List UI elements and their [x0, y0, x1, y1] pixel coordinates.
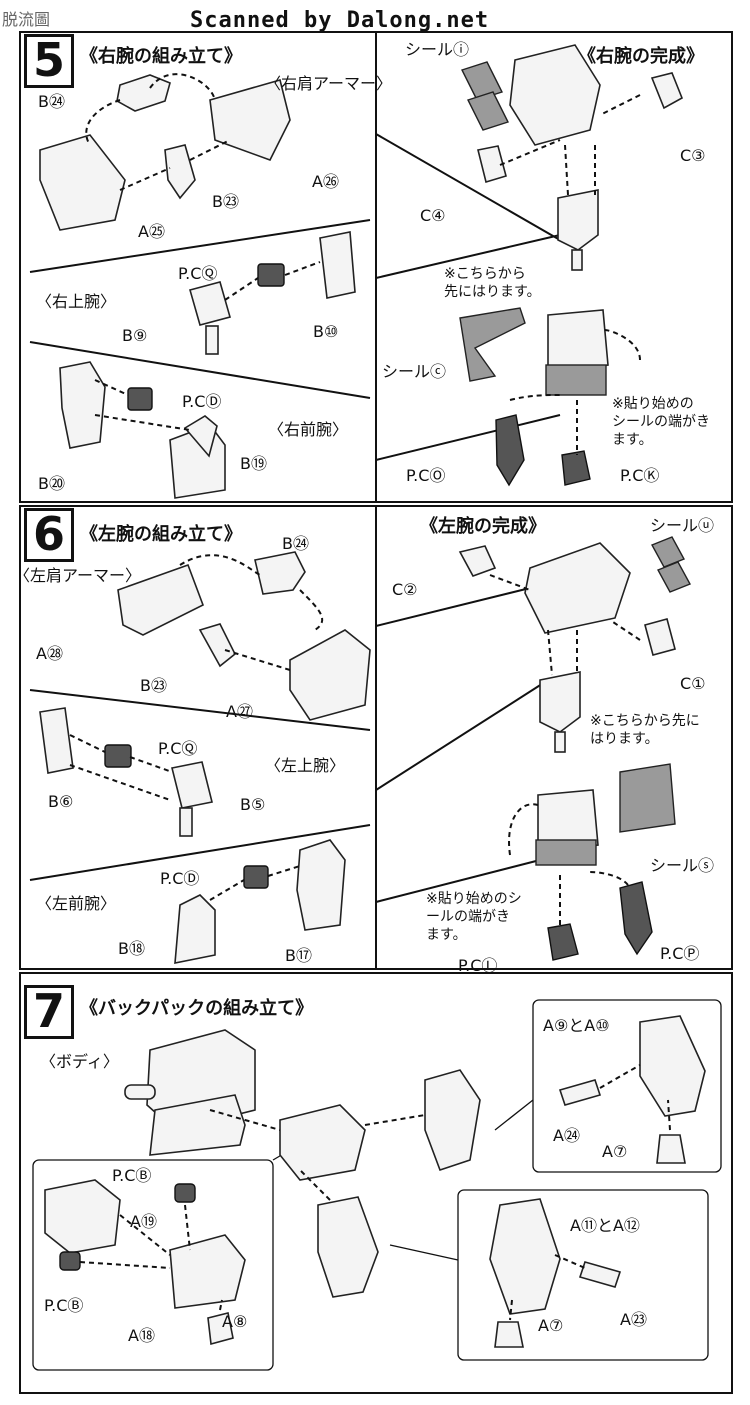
- right-forearm: [59, 361, 226, 499]
- step-5-sublabel-shoulder: 〈右肩アーマー〉: [265, 74, 393, 93]
- left-upper-arm: [39, 707, 213, 837]
- complete-part-label: C②: [392, 580, 418, 599]
- part-label: A⑧: [222, 1312, 248, 1331]
- part-label: B㉔: [38, 92, 65, 111]
- complete-part-label: P.CⓀ: [620, 466, 660, 485]
- part-label: A⑨とA⑩: [543, 1016, 610, 1035]
- step-6-sublabel-shoulder: 〈左肩アーマー〉: [14, 566, 142, 585]
- step-6-note-start: ※こちらから先に はります。: [590, 713, 700, 747]
- backpack-detail-left: [44, 1179, 246, 1346]
- left-forearm: [174, 839, 346, 964]
- part-label: P.CⒹ: [160, 869, 200, 888]
- detail-box-left: [32, 1159, 274, 1371]
- part-label: A⑲: [130, 1212, 157, 1231]
- part-label: B⑲: [240, 454, 267, 473]
- complete-part-label: P.CⓅ: [660, 944, 700, 963]
- step-5-number: 5: [24, 34, 74, 88]
- part-label: B⑤: [240, 795, 266, 814]
- detail-box-lower: [457, 1189, 709, 1361]
- complete-part-label: C③: [680, 146, 706, 165]
- part-label: A㉓: [620, 1310, 647, 1329]
- step-6-number: 6: [24, 508, 74, 562]
- part-label: A⑱: [128, 1326, 155, 1345]
- complete-part-label: シールⓢ: [650, 856, 715, 875]
- step-5-note-start: ※こちらから 先にはります。: [444, 266, 541, 300]
- part-label: P.CⓆ: [178, 264, 218, 283]
- right-arm-complete: [459, 44, 684, 487]
- step-6-title: 《左腕の組み立て》: [80, 524, 242, 545]
- step-7-frame: [19, 972, 733, 1394]
- step-6-note-end: ※貼り始めのシ ールの端がき ます。: [426, 891, 522, 943]
- part-label: A㉔: [553, 1126, 580, 1145]
- right-shoulder-armor: [39, 73, 291, 231]
- step-5-complete-title: 《右腕の完成》: [578, 46, 704, 67]
- step-5-sublabel-upper-arm: 〈右上腕〉: [36, 292, 117, 311]
- step-6-complete-title: 《左腕の完成》: [420, 516, 546, 537]
- part-label: P.CⒷ: [44, 1296, 84, 1315]
- step-6-sublabel-upper-arm: 〈左上腕〉: [265, 756, 346, 775]
- part-label: B⑥: [48, 792, 74, 811]
- part-label: A㉕: [138, 222, 165, 241]
- step-7-number: 7: [24, 985, 74, 1039]
- backpack-detail-upper: [558, 1015, 706, 1164]
- part-label: P.CⓆ: [158, 739, 198, 758]
- part-label: P.CⒷ: [112, 1166, 152, 1185]
- part-label: A㉗: [226, 702, 253, 721]
- backpack-assembly: [124, 1029, 481, 1298]
- part-label: A㉘: [36, 644, 63, 663]
- scan-credit: Scanned by Dalong.net: [190, 8, 490, 33]
- part-label: B⑨: [122, 326, 148, 345]
- detail-box-upper: [532, 999, 722, 1173]
- backpack-detail-lower: [489, 1198, 622, 1348]
- part-label: A㉖: [312, 172, 339, 191]
- complete-part-label: C①: [680, 674, 706, 693]
- part-label: B㉓: [212, 192, 239, 211]
- part-label: B⑰: [285, 946, 312, 965]
- part-label: B⑳: [38, 474, 65, 493]
- part-label: B⑩: [313, 322, 339, 341]
- step-5-note-end: ※貼り始めの シールの端がき ます。: [612, 396, 710, 448]
- part-label: A⑪とA⑫: [570, 1216, 640, 1235]
- part-label: B㉓: [140, 676, 167, 695]
- complete-part-label: シールⓒ: [382, 362, 447, 381]
- part-label: B㉔: [282, 534, 309, 553]
- part-label: A⑦: [538, 1316, 564, 1335]
- left-shoulder-armor: [117, 551, 371, 721]
- watermark-logo: 脱流圖: [2, 10, 51, 29]
- step-5-title: 《右腕の組み立て》: [80, 46, 242, 67]
- part-label: A⑦: [602, 1142, 628, 1161]
- part-label: P.CⒹ: [182, 392, 222, 411]
- part-label: B⑱: [118, 939, 145, 958]
- right-upper-arm: [189, 231, 356, 355]
- step-5-sublabel-forearm: 〈右前腕〉: [268, 420, 349, 439]
- step-7-title: 《バックパックの組み立て》: [80, 998, 314, 1019]
- step-7-sublabel-body: 〈ボディ〉: [40, 1052, 119, 1071]
- left-arm-complete: [458, 536, 691, 961]
- complete-part-label: シールⓤ: [650, 516, 715, 535]
- complete-part-label: P.CⓁ: [458, 956, 498, 975]
- step-6-sublabel-forearm: 〈左前腕〉: [36, 894, 117, 913]
- complete-part-label: C④: [420, 206, 446, 225]
- complete-part-label: シールⓘ: [405, 40, 470, 59]
- complete-part-label: P.CⓄ: [406, 466, 446, 485]
